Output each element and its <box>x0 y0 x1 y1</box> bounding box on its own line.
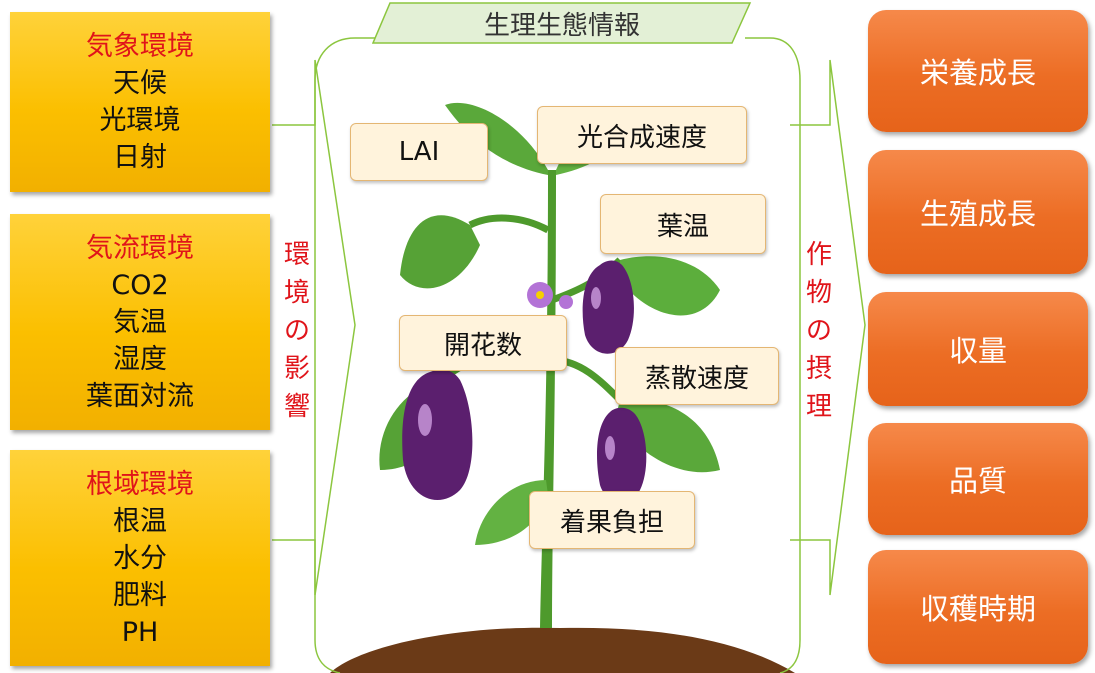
param-fruit-load: 着果負担 <box>529 491 695 549</box>
param-flower-count: 開花数 <box>399 315 567 371</box>
param-lai: LAI <box>350 123 488 181</box>
plant-branch <box>468 214 550 234</box>
outcome-harvest-timing: 収穫時期 <box>868 550 1088 664</box>
outcome-reproductive-growth: 生殖成長 <box>868 150 1088 274</box>
banner-shape <box>372 2 752 44</box>
right-arrow-char: の <box>806 316 833 346</box>
right-arrow-label: 作 物 の 摂 理 <box>806 236 832 426</box>
outcome-yield: 収量 <box>868 292 1088 406</box>
env-box-weather: 気象環境 天候 光環境 日射 <box>10 12 270 192</box>
left-arrow-char: 響 <box>284 392 311 422</box>
left-arrow-char: 環 <box>284 240 311 270</box>
eggplant <box>597 407 647 502</box>
env-item: 湿度 <box>113 343 167 375</box>
soil <box>330 627 795 673</box>
plant-leaf <box>615 399 720 473</box>
outcome-vegetative-growth: 栄養成長 <box>868 10 1088 132</box>
right-arrow-char: 作 <box>806 240 833 270</box>
eggplant <box>582 260 634 354</box>
env-item: CO2 <box>111 269 169 301</box>
param-leaf-temp: 葉温 <box>600 194 766 254</box>
plant-leaf <box>445 102 548 175</box>
plant-leaf <box>620 256 720 316</box>
right-arrow-outline <box>790 59 866 596</box>
center-frame <box>314 37 380 673</box>
env-item: 水分 <box>113 542 167 574</box>
eggplant <box>402 369 473 500</box>
center-title-banner: 生理生態情報 <box>372 2 752 44</box>
env-item: PH <box>121 616 159 648</box>
center-frame <box>745 37 801 673</box>
outcome-quality: 品質 <box>868 423 1088 535</box>
right-arrow-char: 理 <box>806 392 833 422</box>
left-arrow-char: 境 <box>284 278 311 308</box>
right-arrow-char: 物 <box>806 278 833 308</box>
left-arrow-char: 影 <box>284 354 311 384</box>
env-item: 気温 <box>113 306 167 338</box>
param-transpiration: 蒸散速度 <box>615 347 779 405</box>
eggplant-highlight <box>418 404 432 436</box>
env-item: 根温 <box>113 505 167 537</box>
plant-stem <box>540 170 556 628</box>
env-item: 肥料 <box>113 579 167 611</box>
param-photosynthesis: 光合成速度 <box>537 106 747 164</box>
plant-leaf <box>400 215 480 289</box>
right-arrow-char: 摂 <box>806 354 833 384</box>
left-arrow-char: の <box>284 316 311 346</box>
flower <box>559 295 573 309</box>
flower-center <box>536 291 544 299</box>
env-item: 光環境 <box>99 105 181 136</box>
env-item: 日射 <box>113 142 167 173</box>
eggplant-highlight <box>605 436 615 460</box>
center-title: 生理生態情報 <box>483 10 640 41</box>
left-arrow-label: 環 境 の 影 響 <box>284 236 310 426</box>
env-title: 気象環境 <box>86 31 194 62</box>
env-item: 葉面対流 <box>86 380 194 412</box>
env-box-root-zone: 根域環境 根温 水分 肥料 PH <box>10 450 270 666</box>
env-box-airflow: 気流環境 CO2 気温 湿度 葉面対流 <box>10 214 270 430</box>
env-title: 根域環境 <box>86 468 194 500</box>
env-title: 気流環境 <box>86 232 194 264</box>
eggplant-highlight <box>591 287 601 309</box>
env-item: 天候 <box>113 68 167 99</box>
